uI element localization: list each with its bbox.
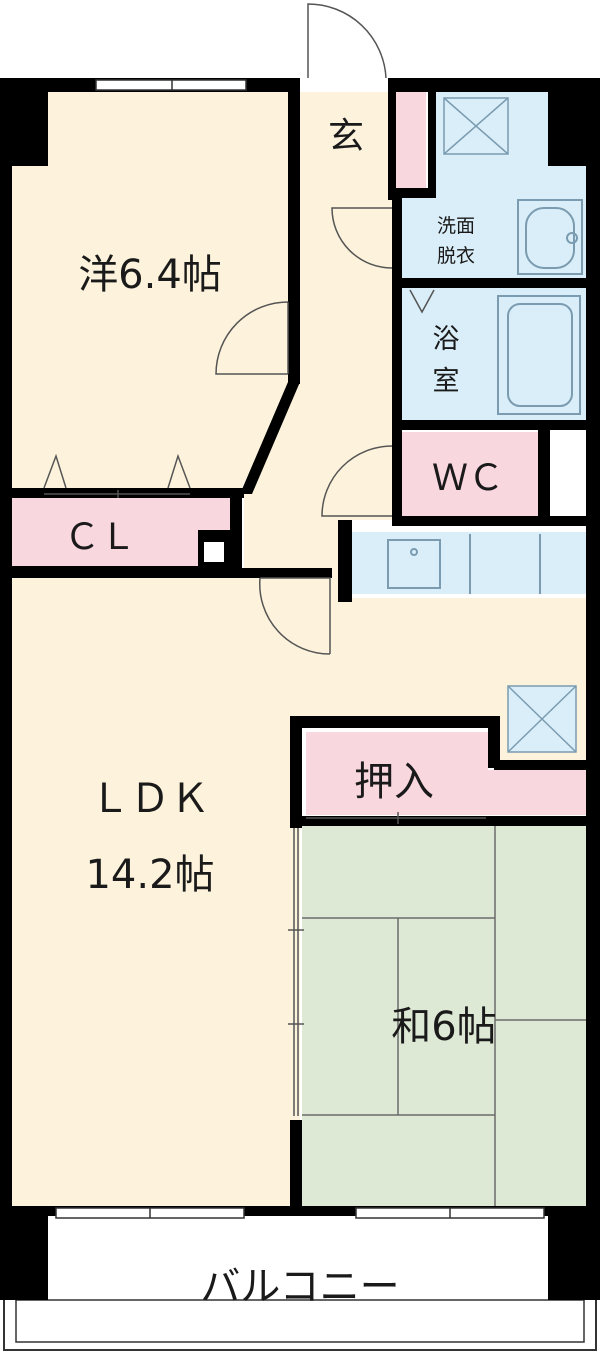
entrance-label: 玄 xyxy=(328,116,364,157)
balcony-label: バルコニー xyxy=(200,1264,399,1310)
tatami-mat-lines xyxy=(302,822,586,1212)
entrance-step xyxy=(394,92,426,188)
closet-folding-doors xyxy=(43,453,191,498)
tatami-floor xyxy=(302,822,586,1212)
doors xyxy=(215,3,486,1116)
kitchen-sink-icon xyxy=(387,534,541,594)
bath-label-line1: 浴 xyxy=(433,324,460,355)
japanese-room-label: 和6帖 xyxy=(391,1004,496,1050)
toilet-label: ＷＣ xyxy=(432,458,504,499)
washing-machine-pan xyxy=(443,97,509,155)
closet-label: ＣＬ xyxy=(64,517,136,558)
ldk-label-line2: 14.2帖 xyxy=(85,852,214,898)
bath-floor xyxy=(400,288,586,420)
closet-pipe-space xyxy=(204,542,224,562)
walls xyxy=(0,78,600,1300)
oshiire-label: 押入 xyxy=(354,759,434,805)
western-room-floor xyxy=(12,88,292,492)
bath-label-line2: 室 xyxy=(433,366,460,397)
ldk-label-line1: ＬＤＫ xyxy=(90,776,210,822)
washroom-label-line2: 脱衣 xyxy=(437,245,475,267)
toilet-floor xyxy=(402,432,538,516)
washroom-label-line1: 洗面 xyxy=(437,215,475,237)
closet-floor xyxy=(12,497,230,567)
pipe-space xyxy=(552,432,582,514)
ldk-floor xyxy=(12,92,586,1212)
oshiire-floor xyxy=(306,732,586,815)
refrigerator-space-icon xyxy=(507,685,577,753)
bathtub-icon xyxy=(497,295,581,415)
western-room-label: 洋6.4帖 xyxy=(78,252,222,298)
washbasin-icon xyxy=(517,199,583,275)
balcony-area xyxy=(3,1211,597,1351)
